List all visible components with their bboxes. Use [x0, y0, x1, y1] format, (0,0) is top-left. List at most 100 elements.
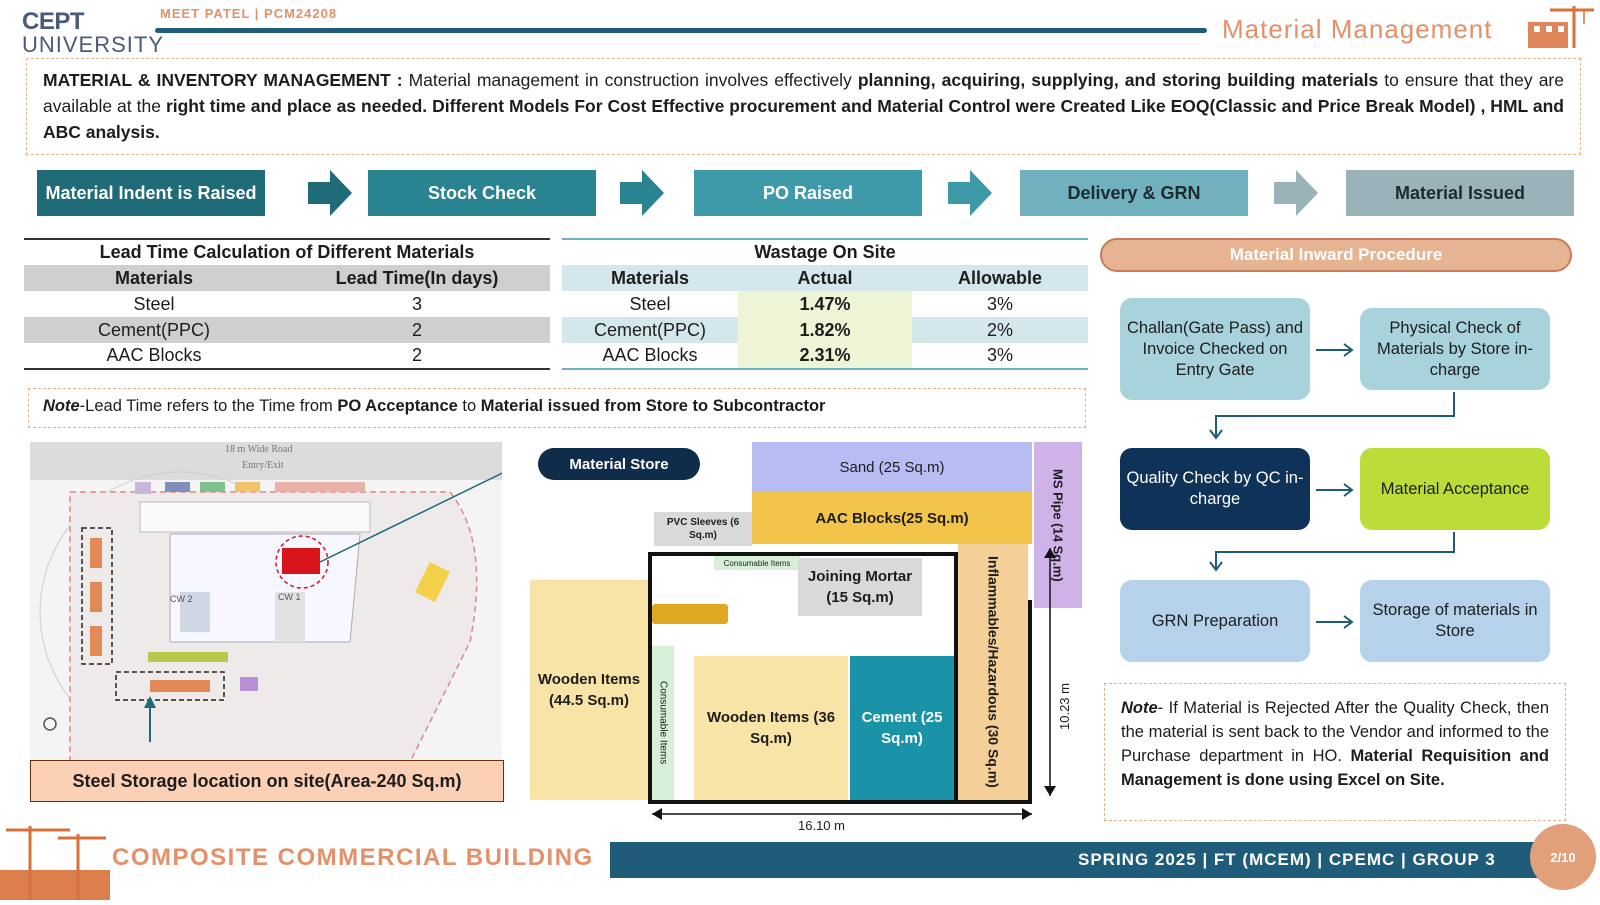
- lead-cell: 2: [411, 319, 422, 340]
- step-quality-check: Quality Check by QC in-charge: [1120, 448, 1310, 530]
- lead-time-note: Note-Lead Time refers to the Time from P…: [28, 388, 1086, 428]
- wastage-header-allowable: Allowable: [957, 267, 1042, 288]
- intro-bold-2: right time and place as needed. Differen…: [43, 96, 1564, 142]
- step-physical-check: Physical Check of Materials by Store in-…: [1360, 308, 1550, 390]
- wastage-cell: 3%: [986, 345, 1013, 365]
- intro-paragraph: MATERIAL & INVENTORY MANAGEMENT : Materi…: [26, 58, 1581, 155]
- sand-zone: Sand (25 Sq.m): [752, 442, 1032, 492]
- wastage-header-actual: Actual: [797, 267, 853, 288]
- logo-cept: CEPT: [22, 8, 85, 35]
- store-wall-left: [648, 552, 652, 804]
- store-wall-right: [1028, 600, 1032, 804]
- wooden-items-2-zone: Wooden Items (36 Sq.m): [694, 656, 848, 800]
- wastage-cell: 3%: [986, 293, 1013, 314]
- note1-text-2: to: [457, 397, 481, 415]
- header-divider: [155, 28, 1207, 33]
- lead-cell: AAC Blocks: [106, 345, 202, 365]
- page-title: Material Management: [1222, 14, 1493, 44]
- note1-bold-2: Material issued from Store to Subcontrac…: [480, 397, 826, 415]
- intro-lead: MATERIAL & INVENTORY MANAGEMENT :: [43, 70, 403, 90]
- table-row: Cement(PPC) 2: [24, 317, 550, 343]
- lead-cell: Steel: [133, 293, 175, 314]
- store-wall-top: [648, 552, 958, 556]
- wastage-header-materials: Materials: [610, 267, 690, 288]
- wastage-cell: 2.31%: [738, 343, 912, 369]
- arrow-right-icon: [1274, 170, 1318, 216]
- wastage-cell: AAC Blocks: [602, 345, 698, 365]
- cw2-label: CW 2: [170, 594, 193, 604]
- store-wall-bottom: [648, 800, 1032, 804]
- process-step-delivery-grn: Delivery & GRN: [1020, 170, 1248, 216]
- store-plan: Sand (25 Sq.m) MS Pipe (14 Sq.m) AAC Blo…: [528, 440, 1088, 836]
- process-step-stock-check: Stock Check: [368, 170, 596, 216]
- consumables-side-zone: Consumable Items: [652, 646, 674, 800]
- dim-height-text: 10.23 m: [1056, 683, 1072, 730]
- note2-label: Note: [1121, 699, 1158, 717]
- author-label: MEET PATEL | PCM24208: [160, 6, 338, 21]
- wastage-cell: 2%: [986, 319, 1013, 340]
- lead-cell: Cement(PPC): [97, 319, 211, 340]
- cw1-label: CW 1: [278, 592, 301, 602]
- store-wall-inner: [954, 552, 958, 804]
- wastage-cell: Steel: [629, 293, 671, 314]
- step-grn-preparation: GRN Preparation: [1120, 580, 1310, 662]
- process-step-material-issued: Material Issued: [1346, 170, 1574, 216]
- entry-label: Entry/Exit: [242, 460, 284, 471]
- table-row: AAC Blocks 2: [24, 343, 550, 369]
- ladder-icon: [652, 604, 728, 624]
- wastage-table-title: Wastage On Site: [754, 242, 896, 262]
- inward-title: Material Inward Procedure: [1100, 238, 1572, 272]
- footer-crane-icon: [0, 820, 110, 900]
- ms-pipe-zone: MS Pipe (14 Sq.m): [1034, 442, 1082, 608]
- process-step-po-raised: PO Raised: [694, 170, 922, 216]
- lead-table-title: Lead Time Calculation of Different Mater…: [99, 242, 475, 262]
- lead-time-table: Lead Time Calculation of Different Mater…: [24, 238, 550, 370]
- inflammables-zone: Inflammables/Hazardous (30 Sq.m): [958, 544, 1028, 800]
- step-challan-check: Challan(Gate Pass) and Invoice Checked o…: [1120, 298, 1310, 400]
- consumables-top-zone: Consumable Items: [714, 556, 800, 570]
- note2-text: - If Material is Rejected After the Qual…: [1121, 699, 1549, 765]
- table-row: AAC Blocks 2.31% 3%: [562, 343, 1088, 369]
- wastage-cell: 1.47%: [738, 291, 912, 317]
- aac-zone: AAC Blocks(25 Sq.m): [752, 492, 1032, 544]
- wastage-table: Wastage On Site Materials Actual Allowable…: [562, 238, 1088, 370]
- table-row: Steel 3: [24, 291, 550, 317]
- consumables-side-label: Consumable Items: [657, 681, 669, 765]
- note1-label: Note: [43, 397, 80, 415]
- table-row: Steel 1.47% 3%: [562, 291, 1088, 317]
- arrow-right-icon: [948, 170, 992, 216]
- note1-bold-1: PO Acceptance: [337, 397, 458, 415]
- intro-text-1: Material management in construction invo…: [402, 70, 858, 90]
- lead-cell: 2: [411, 345, 422, 365]
- pvc-zone: PVC Sleeves (6 Sq.m): [654, 512, 752, 546]
- crane-icon: [1520, 4, 1596, 50]
- intro-text-2: to ensure that they are available at the: [43, 70, 1564, 116]
- wastage-cell: Cement(PPC): [593, 319, 707, 340]
- page-number-badge: 2/10: [1530, 824, 1596, 890]
- lead-cell: 3: [411, 293, 422, 314]
- ms-pipe-label: MS Pipe (14 Sq.m): [1050, 468, 1066, 582]
- arrow-right-icon: [620, 170, 664, 216]
- footer-course-info: SPRING 2025 | FT (MCEM) | CPEMC | GROUP …: [1078, 850, 1496, 869]
- site-plan: 18 m Wide Road Entry/Exit CW 2 CW 1: [30, 442, 502, 774]
- cement-zone: Cement (25 Sq.m): [850, 656, 954, 800]
- rejection-note: Note- If Material is Rejected After the …: [1104, 683, 1566, 821]
- dim-width-label: 16.10 m: [798, 818, 845, 833]
- arrow-right-icon: [308, 170, 352, 216]
- lead-header-time: Lead Time(In days): [335, 267, 499, 288]
- inflammables-label: Inflammables/Hazardous (30 Sq.m): [985, 556, 1002, 788]
- footer-project-title: COMPOSITE COMMERCIAL BUILDING: [112, 844, 594, 871]
- material-store-callout: Material Store: [538, 448, 700, 480]
- intro-bold-1: planning, acquiring, supplying, and stor…: [857, 70, 1379, 90]
- note2-bold: Material Requisition and Management is d…: [1121, 747, 1549, 789]
- footer-bar: [610, 842, 1556, 878]
- road-label: 18 m Wide Road: [225, 444, 293, 455]
- step-storage: Storage of materials in Store: [1360, 580, 1550, 662]
- mortar-zone: Joining Mortar (15 Sq.m): [798, 558, 922, 616]
- wooden-items-1-zone: Wooden Items (44.5 Sq.m): [530, 580, 648, 800]
- logo-university: UNIVERSITY: [22, 32, 165, 57]
- wastage-cell: 1.82%: [738, 317, 912, 343]
- dimension-lines: [652, 548, 1056, 820]
- lead-header-materials: Materials: [114, 267, 194, 288]
- steel-storage-label: Steel Storage location on site(Area-240 …: [30, 760, 504, 802]
